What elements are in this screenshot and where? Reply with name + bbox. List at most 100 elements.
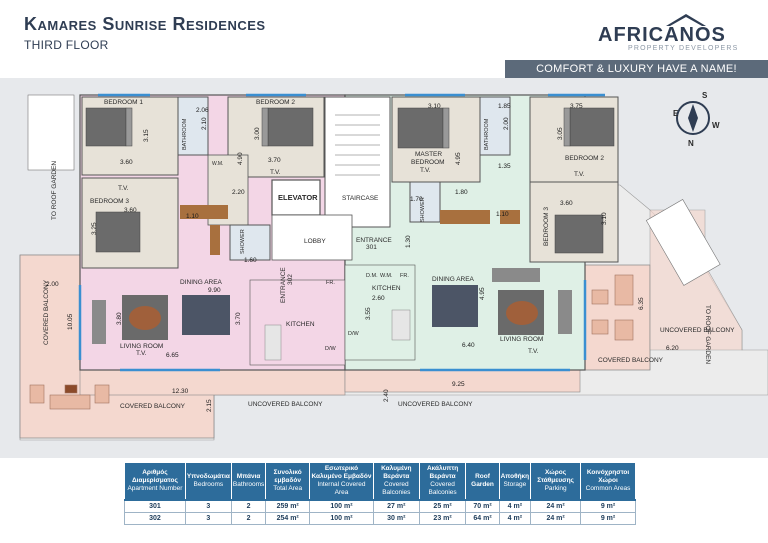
dim-b2-r-w: 3.75 (570, 103, 583, 110)
header-english: Internal Covered Area (317, 481, 366, 496)
table-header-cell: Roof Garden (465, 462, 500, 501)
label-dining-right: DINING AREA (432, 276, 475, 283)
dim-bath-l-b: 2.10 (201, 117, 208, 130)
label-bathroom-right: BATHROOM (484, 118, 490, 150)
label-tv-5: T.V. (136, 350, 147, 357)
header-greek: Μπάνια (236, 473, 261, 480)
header-greek: Κοινόχρηστοι Χώροι (586, 469, 630, 484)
header-greek: Καλυμένη Βεράντα (381, 465, 412, 480)
header-greek: Εσωτερικό Καλυμένο Εμβαδόν (311, 465, 372, 480)
label-lobby: LOBBY (304, 238, 326, 245)
dim-master-w: 3.10 (428, 103, 441, 110)
bathroom-left (177, 96, 209, 156)
dim-bath-r-b: 2.00 (503, 117, 510, 130)
header-greek: Αποθήκη (500, 473, 530, 480)
shower-left (229, 224, 271, 261)
table-cell: 9 m² (580, 512, 636, 525)
dim-living-r: 6.40 (462, 342, 475, 349)
dim-corr-l: 1.10 (186, 213, 199, 220)
dim-kitchen-r-w: 2.60 (372, 295, 385, 302)
header-english: Apartment Number (127, 485, 183, 492)
lobby (271, 214, 353, 261)
dim-balc-left-h: 10.05 (67, 313, 74, 330)
label-tv-2: T.V. (270, 169, 281, 176)
label-bedroom-3-left: BEDROOM 3 (90, 198, 129, 205)
staircase-steps (335, 114, 380, 176)
shower-right (409, 181, 441, 223)
elevator (271, 179, 321, 216)
header-english: Covered Balconies (428, 481, 457, 496)
header-english: Storage (503, 481, 527, 488)
table-cell: 9 m² (580, 499, 636, 513)
compass-w: W (712, 121, 720, 130)
dim-b2-l-h: 3.00 (254, 127, 261, 140)
company-logo: AFRICANOS PROPERTY DEVELOPERS (598, 12, 748, 54)
slogan-bar: COMFORT & LUXURY HAVE A NAME! (505, 60, 768, 79)
floor-subtitle: THIRD FLOOR (24, 38, 109, 52)
dim-balc-left-w: 2.00 (46, 281, 59, 288)
header-english: Total Area (273, 485, 303, 492)
slogan-text: COMFORT & LUXURY HAVE A NAME! (536, 63, 737, 75)
label-wm-right: W.M. (380, 273, 393, 279)
dim-balc-right-w: 6.20 (666, 345, 679, 352)
label-shower-left: SHOWER (240, 229, 246, 254)
label-dining-left: DINING AREA (180, 279, 223, 286)
dim-kitchen-r-h: 3.55 (365, 307, 372, 320)
dim-b2-l-w: 3.70 (268, 157, 281, 164)
table-cell: 25 m² (418, 499, 467, 513)
table-cell: 27 m² (372, 499, 420, 513)
dim-living-l-h: 3.80 (116, 312, 123, 325)
dim-bath-l-a: 2.06 (196, 107, 209, 114)
table-cell: 2 (230, 499, 267, 513)
logo-tagline: PROPERTY DEVELOPERS (628, 45, 739, 52)
table-cell: 2 (230, 512, 267, 525)
label-covered-balcony-right: COVERED BALCONY (598, 357, 664, 364)
label-fr-left: FR. (326, 280, 335, 286)
table-cell: 4 m² (498, 499, 532, 513)
table-cell: 301 (124, 499, 186, 513)
label-roof-garden-right: TO ROOF GARDEN (704, 305, 711, 364)
label-tv-6: T.V. (528, 348, 539, 355)
table-cell: 30 m² (372, 512, 420, 525)
label-covered-balcony-bottom: COVERED BALCONY (120, 403, 186, 410)
dim-corr-r: 1.35 (498, 163, 511, 170)
dim-b3-l-h: 3.25 (91, 222, 98, 235)
label-wm-left: W.M. (212, 161, 223, 167)
table-cell: 302 (124, 512, 186, 525)
covered-balcony-bottom (79, 369, 346, 396)
label-staircase: STAIRCASE (342, 195, 379, 202)
table-cell: 4 m² (498, 512, 532, 525)
dim-balc-bottom: 12.30 (172, 388, 189, 395)
table-cell: 259 m² (265, 499, 311, 513)
label-kitchen-left: KITCHEN (286, 321, 315, 328)
header-greek: Ακάλυπτη Βεράντα (426, 465, 459, 480)
balcony-furniture (29, 274, 634, 410)
table-cell: 23 m² (418, 512, 467, 525)
dim-kitchen-l-h: 3.70 (235, 312, 242, 325)
dim-dining-l: 9.90 (208, 287, 221, 294)
dim-balc-r-bottom: 9.25 (452, 381, 465, 388)
dim-living-l: 6.65 (166, 352, 179, 359)
dim-b3-r-w: 3.60 (560, 200, 573, 207)
label-dm-right: D.M. (366, 273, 378, 279)
bathroom-right (479, 96, 511, 156)
label-tv-1: T.V. (118, 185, 129, 192)
header-english: Covered Balconies (382, 481, 411, 496)
label-tv-3: T.V. (420, 167, 431, 174)
dim-balc-r-h: 2.40 (383, 389, 390, 402)
header-greek: Χώρος Στάθμευσης (537, 469, 574, 484)
label-entrance-301: ENTRANCE (356, 237, 392, 244)
dim-b1-h: 3.15 (143, 129, 150, 142)
beds (85, 107, 615, 254)
dim-b1-w: 3.60 (120, 159, 133, 166)
label-uncovered-balcony-2: UNCOVERED BALCONY (398, 401, 473, 408)
roof-icon (666, 14, 706, 26)
header-english: Bedrooms (193, 481, 224, 488)
label-dw-left: D/W (325, 346, 337, 352)
label-bedroom-2-right: BEDROOM 2 (565, 155, 604, 162)
